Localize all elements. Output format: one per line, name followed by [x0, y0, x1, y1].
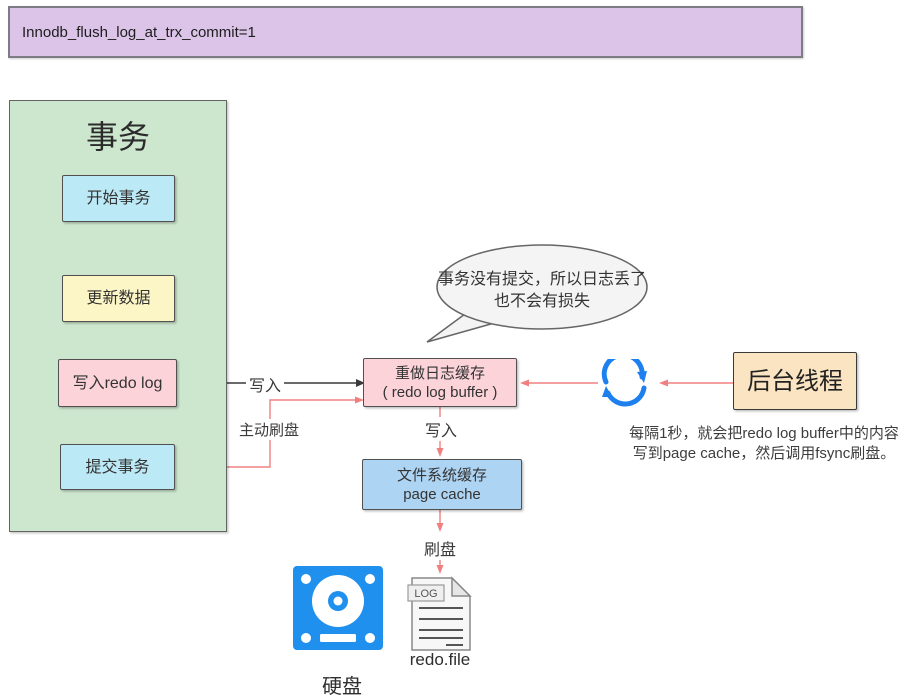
page-cache-line1: 文件系统缓存	[396, 466, 487, 484]
caption-line2: 写到page cache，然后调用fsync刷盘。	[632, 445, 896, 462]
step-write-redo-log: 写入redo log	[58, 359, 177, 407]
background-thread-box: 后台线程	[733, 352, 857, 410]
background-thread-caption: 每隔1秒，就会把redo log buffer中的内容 写到page cache…	[612, 424, 912, 464]
speech-bubble	[426, 244, 648, 343]
refresh-loop-icon	[601, 359, 647, 407]
step-label: 提交事务	[85, 458, 150, 476]
edge-label-write-to-cache: 写入	[422, 417, 461, 441]
step-label: 写入redo log	[72, 374, 163, 392]
step-update-data: 更新数据	[62, 275, 175, 322]
page-cache-line2: page cache	[403, 485, 481, 503]
background-thread-label: 后台线程	[747, 367, 843, 395]
disk-label: 硬盘	[322, 676, 362, 698]
config-banner-text: Innodb_flush_log_at_trx_commit=1	[22, 23, 256, 41]
log-file-label: redo.file	[409, 650, 471, 669]
step-commit-transaction: 提交事务	[60, 444, 175, 490]
caption-line1: 每隔1秒，就会把redo log buffer中的内容	[629, 425, 899, 442]
hard-disk-icon	[293, 566, 383, 650]
bubble-line1: 事务没有提交，所以日志丢了	[437, 271, 646, 288]
edge-label-write-to-buffer: 写入	[246, 372, 285, 396]
redo-log-buffer-line2: ( redo log buffer )	[382, 383, 498, 401]
config-banner: Innodb_flush_log_at_trx_commit=1	[8, 6, 803, 58]
bubble-line2: 也不会有损失	[493, 293, 590, 310]
step-label: 更新数据	[86, 290, 151, 307]
redo-log-buffer-box: 重做日志缓存 ( redo log buffer )	[363, 358, 517, 407]
edge-label-flush-to-disk: 刷盘	[421, 536, 460, 560]
page-cache-box: 文件系统缓存 page cache	[362, 459, 522, 510]
step-begin-transaction: 开始事务	[62, 175, 175, 222]
redo-log-buffer-line1: 重做日志缓存	[394, 364, 485, 382]
transaction-panel-title: 事务	[85, 119, 150, 155]
edge-label-active-flush: 主动刷盘	[236, 419, 303, 440]
log-file-icon: LOG	[407, 576, 472, 651]
step-label: 开始事务	[86, 190, 151, 207]
speech-bubble-text: 事务没有提交，所以日志丢了 也不会有损失	[432, 269, 652, 313]
log-file-badge: LOG	[414, 588, 437, 600]
